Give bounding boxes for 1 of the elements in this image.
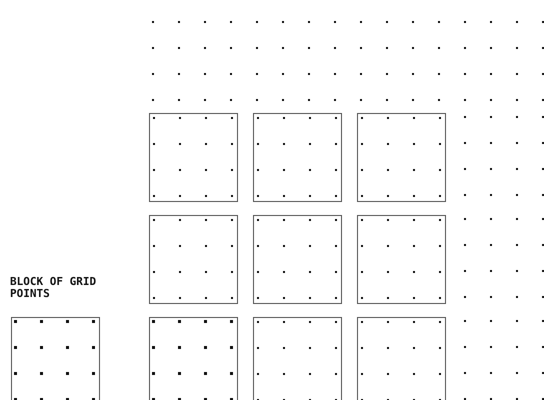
block-heading: BLOCK OF GRID POINTS xyxy=(10,276,98,300)
